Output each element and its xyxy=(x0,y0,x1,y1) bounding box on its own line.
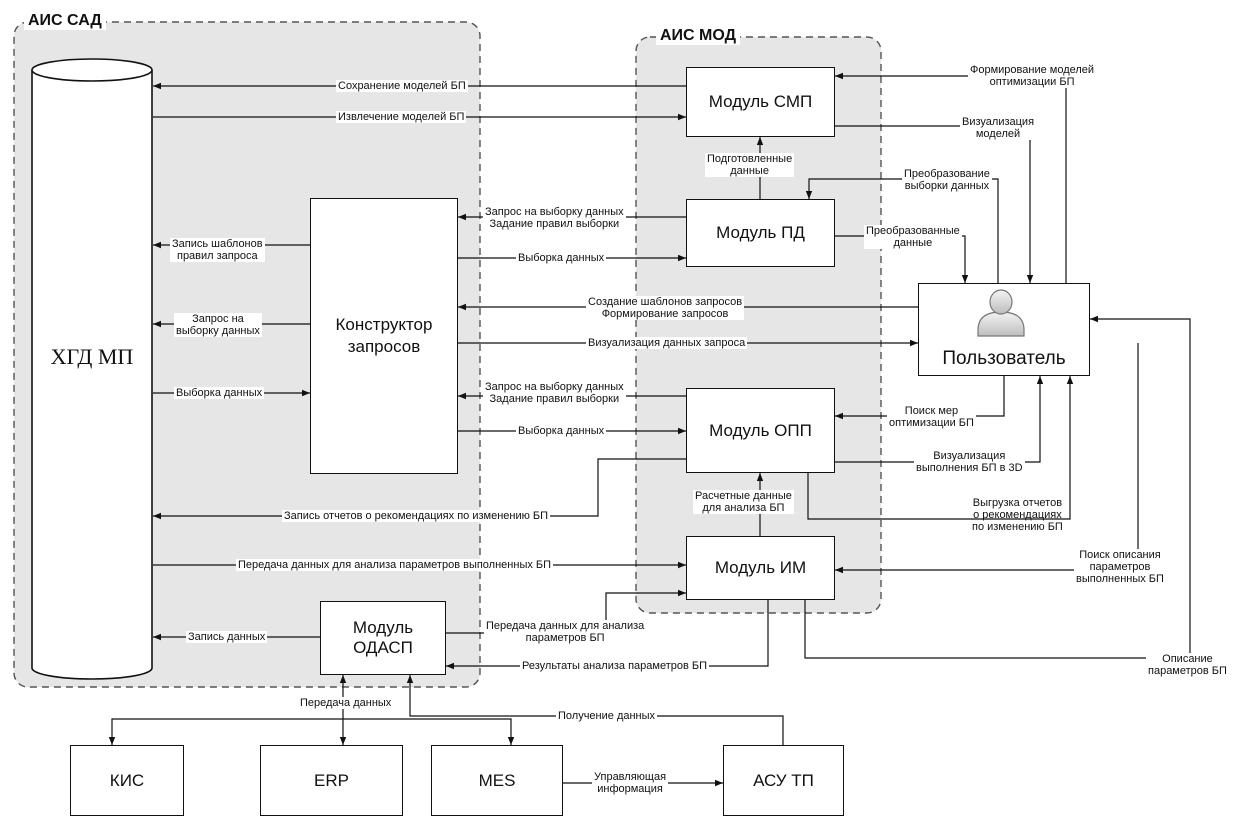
module-odasp[interactable]: Модуль ОДАСП xyxy=(320,601,446,675)
label-transform-sample: Преобразование выборки данных xyxy=(902,168,992,192)
label-vis-query: Визуализация данных запроса xyxy=(586,337,748,349)
label-results-analysis: Результаты анализа параметров БП xyxy=(520,660,710,672)
label-sample-opp: Выборка данных xyxy=(516,425,607,437)
label-query-pd: Запрос на выборку данных Задание правил … xyxy=(483,206,626,230)
label-vis-3d: Визуализация выполнения БП в 3D xyxy=(914,450,1025,474)
label-receive-data: Получение данных xyxy=(556,710,658,722)
module-opp[interactable]: Модуль ОПП xyxy=(686,388,835,473)
label-write-reports: Запись отчетов о рекомендациях по измене… xyxy=(282,510,551,522)
module-smp[interactable]: Модуль СМП xyxy=(686,67,835,137)
system-kis[interactable]: КИС xyxy=(70,745,184,816)
label-transfer-analysis: Передача данных для анализа параметров в… xyxy=(236,559,554,571)
label-search-description: Поиск описания параметров выполненных БП xyxy=(1074,549,1166,585)
label-vis-models: Визуализация моделей xyxy=(960,116,1037,140)
label-prepared-data: Подготовленные данные xyxy=(705,153,795,177)
label-description-params: Описание параметров БП xyxy=(1146,653,1229,677)
system-mes[interactable]: MES xyxy=(431,745,563,816)
label-transformed-data: Преобразованные данные xyxy=(864,225,962,249)
label-calc-data: Расчетные данные для анализа БП xyxy=(693,490,794,514)
module-pd[interactable]: Модуль ПД xyxy=(686,199,835,267)
ais-sad-title: АИС САД xyxy=(24,12,106,30)
label-sample-storage: Выборка данных xyxy=(174,387,265,399)
ais-mod-title: АИС МОД xyxy=(656,27,741,45)
label-query-storage: Запрос на выборку данных xyxy=(174,313,262,337)
label-form-models: Формирование моделей оптимизации БП xyxy=(968,64,1097,88)
hgd-mp-storage xyxy=(31,58,153,680)
label-search-measures: Поиск мер оптимизации БП xyxy=(887,405,976,429)
label-sample-pd: Выборка данных xyxy=(516,252,607,264)
label-extract-models: Извлечение моделей БП xyxy=(336,111,467,123)
user-box[interactable]: Пользователь xyxy=(918,283,1090,376)
label-write-data: Запись данных xyxy=(186,631,268,643)
user-label: Пользователь xyxy=(942,348,1066,369)
label-query-opp: Запрос на выборку данных Задание правил … xyxy=(483,381,626,405)
label-write-templates: Запись шаблонов правил запроса xyxy=(170,238,265,262)
system-erp[interactable]: ERP xyxy=(260,745,403,816)
label-control-info: Управляющая информация xyxy=(592,771,669,795)
label-export-reports: Выгрузка отчетов о рекомендациях по изме… xyxy=(972,497,1063,533)
module-im[interactable]: Модуль ИМ xyxy=(686,536,835,600)
system-asu-tp[interactable]: АСУ ТП xyxy=(723,745,844,816)
label-transfer-data: Передача данных xyxy=(298,697,394,709)
label-create-templates: Создание шаблонов запросов Формирование … xyxy=(586,296,745,320)
user-icon xyxy=(977,289,1025,337)
label-save-models: Сохранение моделей БП xyxy=(336,80,468,92)
query-constructor[interactable]: Конструктор запросов xyxy=(310,198,458,474)
label-transfer-odasp: Передача данных для анализа параметров Б… xyxy=(484,620,647,644)
storage-label: ХГД МП xyxy=(50,344,134,369)
